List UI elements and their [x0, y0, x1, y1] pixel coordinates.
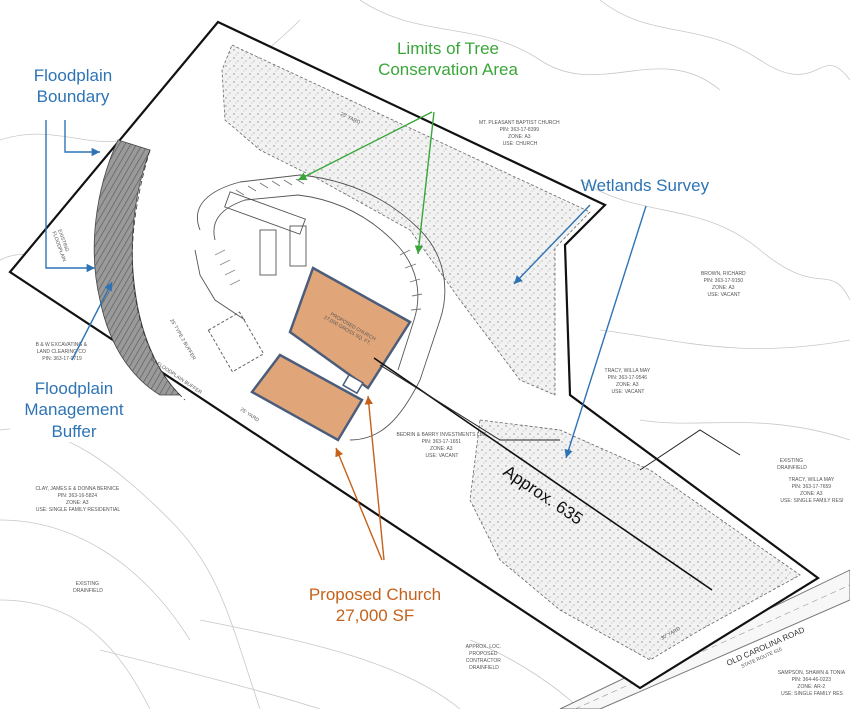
parcel-tracy-se-line-1: TRACY, WILLA MAY [789, 477, 835, 483]
church-arrow-2 [364, 395, 385, 561]
parcel-east: BROWN, RICHARD PIN: 363-17-9150 ZONE: A3… [701, 271, 747, 298]
parcel-tracy-se-line-3: ZONE: A3 [800, 491, 823, 497]
parcel-north: MT. PLEASANT BAPTIST CHURCH PIN: 363-17-… [479, 120, 561, 147]
existing-drainfield-west-1: EXISTING [76, 581, 99, 587]
parcel-clay-line-2: PIN: 363-16-5824 [58, 493, 98, 499]
wetlands-arrow-1 [513, 204, 591, 285]
tree-conservation-callout: Limits of Tree Conservation Area [358, 38, 538, 81]
drainfield-outline [207, 311, 265, 373]
wetlands-survey-callout: Wetlands Survey [560, 175, 730, 196]
floodplain-boundary-callout: Floodplain Boundary [14, 65, 132, 108]
parcel-north-line-2: PIN: 363-17-8399 [500, 127, 540, 133]
existing-drainfield-east-1: EXISTING [780, 458, 803, 464]
floodplain-boundary-arrow-1 [64, 120, 100, 157]
parcel-north-line-3: ZONE: A3 [508, 134, 531, 140]
parcel-bw-line-1: B & W EXCAVATING & [36, 342, 88, 348]
floodplain-buffer-line-1: Floodplain [34, 379, 114, 398]
parcel-bedrin-line-1: BEDRIN & BARRY INVESTMENTS LLC [397, 432, 487, 438]
floodplain-boundary-line-2: Boundary [36, 87, 110, 107]
tree-conservation-arrow-2 [414, 111, 435, 255]
parcel-clay-line-3: ZONE: A3 [66, 500, 89, 506]
floodplain-buffer-line-3: Buffer [51, 421, 97, 441]
parcel-east-line-1: BROWN, RICHARD [701, 271, 746, 277]
parcel-clay-line-1: CLAY, JAMES E & DONNA BERNICE [35, 486, 119, 492]
proposed-church-building: PROPOSED CHURCH 27,000 GROSS SQ. FT. [250, 266, 412, 442]
wetlands-survey-text: Wetlands Survey [580, 176, 710, 195]
parcel-clay-line-4: USE: SINGLE FAMILY RESIDENTIAL [36, 507, 121, 513]
parcel-north-line-4: USE: CHURCH [503, 141, 538, 147]
tree-conservation-line-2: Conservation Area [378, 60, 518, 80]
tree-conservation-line-1: Limits of Tree [396, 39, 500, 58]
parcel-east-line-3: ZONE: A3 [712, 285, 735, 291]
parcel-lines [379, 364, 741, 471]
floodplain-buffer-callout: Floodplain Management Buffer [10, 378, 138, 442]
parcel-east-line-2: PIN: 363-17-9150 [704, 278, 744, 284]
parcel-tracy-se: TRACY, WILLA MAY PIN: 363-17-7659 ZONE: … [780, 477, 843, 504]
proposed-church-line-1: Proposed Church [308, 585, 442, 604]
existing-drainfield-east: EXISTING DRAINFIELD [777, 458, 807, 471]
parcel-tracy-se-line-2: PIN: 363-17-7659 [792, 484, 832, 490]
proposed-drainfield-note: APPROX. LOC. PROPOSED CONTRACTOR DRAINFI… [466, 644, 503, 671]
parcel-bedrin-line-2: PIN: 363-17-1651 [422, 439, 462, 445]
parcel-tracy-line-3: ZONE: A3 [616, 382, 639, 388]
floodplain-buffer-arrow [71, 281, 113, 361]
parcel-bedrin-line-4: USE: VACANT [426, 453, 459, 459]
parcel-bw-line-3: PIN: 363-17-0719 [42, 356, 82, 362]
parcel-tracy-willa: TRACY, WILLA MAY PIN: 363-17-9546 ZONE: … [605, 368, 652, 395]
proposed-drainfield-3: CONTRACTOR [466, 658, 502, 664]
existing-drainfield-east-2: DRAINFIELD [777, 465, 807, 471]
parcel-tracy-se-line-4: USE: SINGLE FAMILY RESI [780, 498, 843, 504]
wetlands-arrow-2 [564, 205, 647, 459]
floodplain-area [93, 139, 181, 396]
parcel-bedrin-line-3: ZONE: A3 [430, 446, 453, 452]
floodplain-buffer-line-2: Management [24, 400, 124, 420]
tree-conservation-area-north [221, 44, 591, 396]
proposed-church-line-2: 27,000 SF [335, 606, 415, 626]
proposed-drainfield-1: APPROX. LOC. [466, 644, 501, 650]
parcel-sampson-line-3: ZONE: AR-2 [797, 684, 825, 690]
floodplain-boundary-line-1: Floodplain [33, 66, 113, 85]
existing-drainfield-west-2: DRAINFIELD [73, 588, 103, 594]
parcel-sampson-line-2: PIN: 364-46-0223 [792, 677, 832, 683]
parcel-sampson-line-4: USE: SINGLE FAMILY RES [781, 691, 843, 697]
floodplain-boundary-arrow-2 [45, 120, 95, 273]
floodplain-buffer-line [131, 149, 186, 401]
parcel-tracy-line-4: USE: VACANT [612, 389, 645, 395]
existing-drainfield-west: EXISTING DRAINFIELD [73, 581, 103, 594]
parcel-clay: CLAY, JAMES E & DONNA BERNICE PIN: 363-1… [35, 486, 120, 513]
proposed-church-callout: Proposed Church 27,000 SF [290, 584, 460, 627]
parcel-sampson-line-1: SAMPSON, SHAWN & TONIA [778, 670, 846, 676]
tree-conservation-arrow-1 [297, 111, 433, 181]
church-arrow-1 [335, 447, 383, 561]
parcel-bw-line-2: LAND CLEARING CO [37, 349, 86, 355]
parcel-east-line-4: USE: VACANT [708, 292, 741, 298]
callout-arrows [45, 111, 647, 561]
parcel-tracy-line-1: TRACY, WILLA MAY [605, 368, 651, 374]
parcel-north-line-1: MT. PLEASANT BAPTIST CHURCH [479, 120, 560, 126]
parcel-tracy-line-2: PIN: 363-17-9546 [608, 375, 648, 381]
parcel-sampson: SAMPSON, SHAWN & TONIA PIN: 364-46-0223 … [778, 670, 847, 697]
parcel-bedrin: BEDRIN & BARRY INVESTMENTS LLC PIN: 363-… [397, 432, 488, 459]
parcel-bw: B & W EXCAVATING & LAND CLEARING CO PIN:… [36, 342, 89, 362]
proposed-drainfield-4: DRAINFIELD [469, 665, 499, 671]
proposed-drainfield-2: PROPOSED [469, 651, 498, 657]
